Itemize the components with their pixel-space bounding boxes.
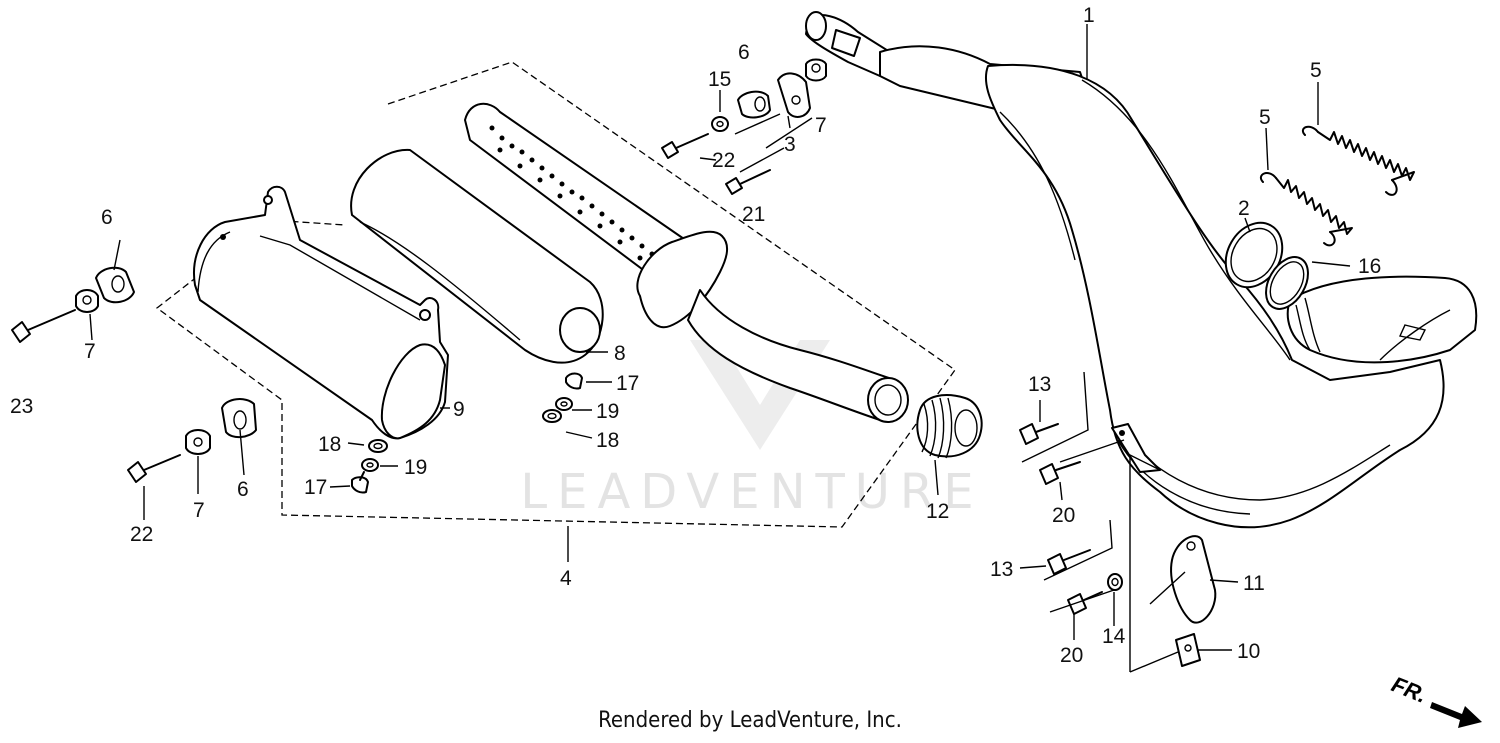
callout-22a: 22 — [712, 149, 735, 172]
rubber-boot — [916, 394, 983, 459]
callout-6b: 6 — [101, 206, 113, 229]
callout-1: 1 — [1083, 4, 1095, 27]
callout-5b: 5 — [1259, 106, 1271, 129]
exhaust-spring-upper — [1301, 125, 1415, 196]
flange-bolt-23 — [11, 309, 76, 343]
callout-2: 2 — [1238, 197, 1250, 220]
rubber-grommet-lower — [221, 398, 257, 438]
stay-bracket — [777, 72, 811, 118]
bolt-20-upper — [1039, 461, 1081, 485]
collar-lower — [185, 429, 211, 455]
callout-23: 23 — [10, 395, 33, 418]
callout-17b: 17 — [304, 476, 327, 499]
front-arrow-icon — [1430, 702, 1482, 728]
callout-20a: 20 — [1052, 504, 1075, 527]
callout-4: 4 — [560, 567, 572, 590]
callout-labels: 1 2 3 4 5 5 6 6 6 7 7 7 8 9 10 11 12 13 … — [10, 4, 1381, 667]
muffler-outer-shell — [350, 148, 604, 364]
callout-18a: 18 — [596, 429, 619, 452]
callout-22b: 22 — [130, 523, 153, 546]
callout-11: 11 — [1243, 572, 1265, 595]
collar-left — [75, 289, 99, 313]
bolt-17-upper — [565, 372, 583, 390]
callout-9: 9 — [453, 398, 465, 421]
washer-19-upper — [555, 397, 573, 411]
washer-top — [711, 116, 729, 132]
collar-top — [805, 58, 827, 82]
flange-bolt-lower — [127, 454, 181, 483]
callout-7a: 7 — [815, 114, 827, 137]
bolt-13-lower — [1047, 549, 1091, 575]
expansion-chamber — [805, 11, 1478, 529]
callout-10: 10 — [1237, 640, 1260, 663]
credit-line: Rendered by LeadVenture, Inc. — [598, 708, 902, 733]
callout-13b: 13 — [990, 558, 1013, 581]
muffler-assembly-bracket — [155, 61, 956, 562]
direction-label: FR. — [1388, 671, 1430, 707]
o-ring — [1265, 256, 1309, 310]
watermark-text: LEADVENTURE — [520, 464, 983, 520]
flange-bolt-top — [661, 133, 709, 159]
callout-7c: 7 — [193, 499, 205, 522]
muffler-inner-pipe — [464, 102, 909, 423]
callout-19b: 19 — [404, 456, 427, 479]
callout-13a: 13 — [1028, 373, 1051, 396]
callout-3: 3 — [784, 133, 796, 156]
callout-14: 14 — [1102, 625, 1126, 648]
callout-18b: 18 — [318, 433, 341, 456]
leader-lines — [89, 24, 1351, 673]
muffler-side-cover — [193, 185, 449, 440]
callout-6c: 6 — [237, 478, 249, 501]
bolt-17-lower — [351, 471, 369, 494]
callout-21: 21 — [742, 203, 765, 226]
callout-19a: 19 — [596, 400, 619, 423]
callout-16: 16 — [1358, 255, 1381, 278]
rubber-grommet-left — [95, 266, 135, 304]
callout-8: 8 — [614, 342, 626, 365]
washer-18-upper — [542, 409, 562, 423]
callout-20b: 20 — [1060, 644, 1083, 667]
washer-18-lower — [368, 439, 388, 453]
bolt-13-upper — [1019, 423, 1059, 445]
callout-15: 15 — [708, 68, 731, 91]
washer-19-lower — [361, 458, 379, 472]
mounting-plate — [1170, 535, 1217, 624]
callout-7b: 7 — [84, 340, 96, 363]
flange-bolt-21 — [725, 169, 771, 195]
exhaust-spring-lower — [1259, 172, 1353, 247]
callout-12: 12 — [926, 500, 949, 523]
rubber-grommet-top — [737, 90, 771, 119]
clamp-nut — [1175, 633, 1201, 667]
washer-14 — [1107, 573, 1123, 591]
callout-6a: 6 — [738, 41, 750, 64]
callout-5a: 5 — [1310, 59, 1322, 82]
callout-17a: 17 — [616, 372, 639, 395]
